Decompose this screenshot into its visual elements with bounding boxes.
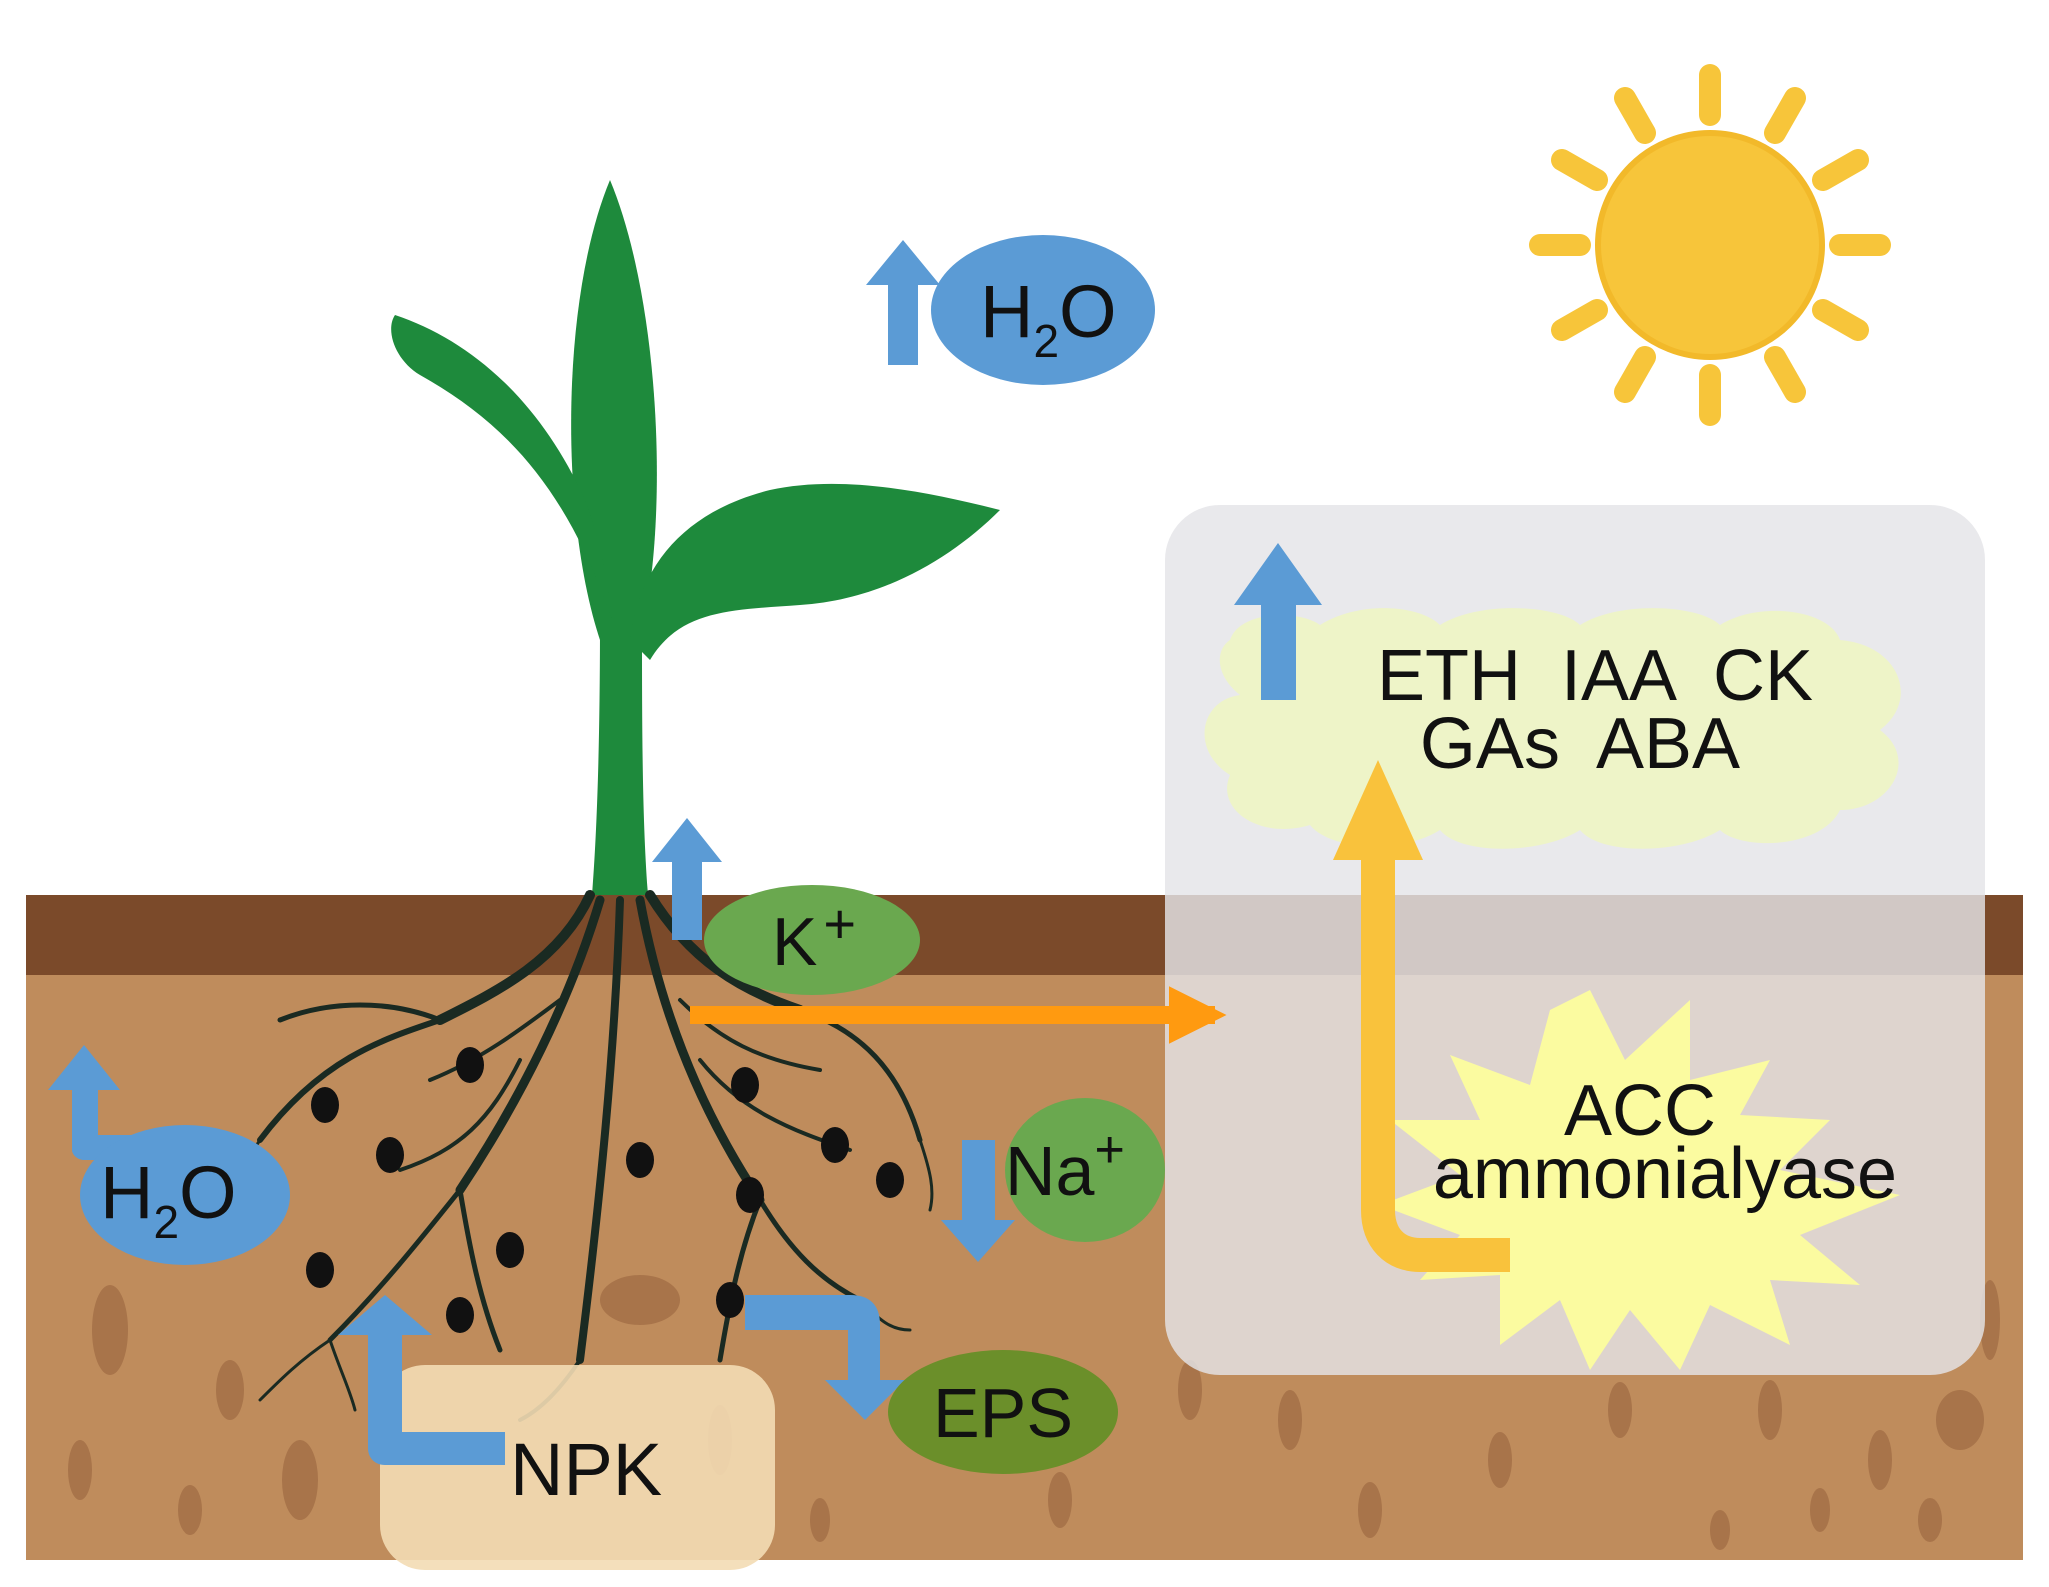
potassium-ellipse — [704, 885, 920, 995]
sodium-ellipse — [1005, 1098, 1165, 1242]
hormone-up-arrow — [1234, 543, 1322, 700]
potassium-up-arrow — [652, 818, 722, 940]
npk-box — [380, 1365, 775, 1570]
water-left-arrow — [48, 1045, 140, 1160]
sun-icon — [1529, 64, 1891, 426]
water-top-label: H2O — [980, 270, 1117, 367]
water-left-ellipse — [80, 1125, 290, 1265]
sun-rays — [1529, 64, 1891, 426]
leaf-center — [571, 180, 657, 640]
potassium-label: K+ — [772, 892, 856, 980]
hormones-line1: ETH IAA CK — [1377, 636, 1813, 716]
plant — [391, 180, 1000, 895]
acc-line1: ACC — [1564, 1071, 1716, 1151]
water-top-ellipse — [931, 235, 1155, 385]
acc-to-hormones-arrow — [1361, 860, 1510, 1272]
plant-stem — [592, 620, 648, 895]
eps-label: EPS — [933, 1374, 1073, 1452]
water-left-label: H2O — [100, 1151, 237, 1248]
npk-label: NPK — [510, 1428, 662, 1511]
root-nodules — [306, 1047, 904, 1333]
hormones-line2: GAs ABA — [1420, 704, 1740, 784]
leaf-right — [630, 483, 1000, 660]
acc-line2: ammonialyase — [1433, 1134, 1897, 1214]
sodium-down-arrow — [941, 1140, 1015, 1262]
npk-arrow — [338, 1295, 505, 1465]
acc-burst — [1380, 990, 1900, 1370]
sodium-label: Na+ — [1005, 1121, 1125, 1210]
water-top-arrow — [866, 240, 940, 365]
leaf-left — [391, 315, 612, 620]
eps-arrow — [745, 1295, 905, 1420]
eps-ellipse — [888, 1350, 1118, 1474]
acc-to-hormones-arrowhead — [1333, 760, 1423, 860]
